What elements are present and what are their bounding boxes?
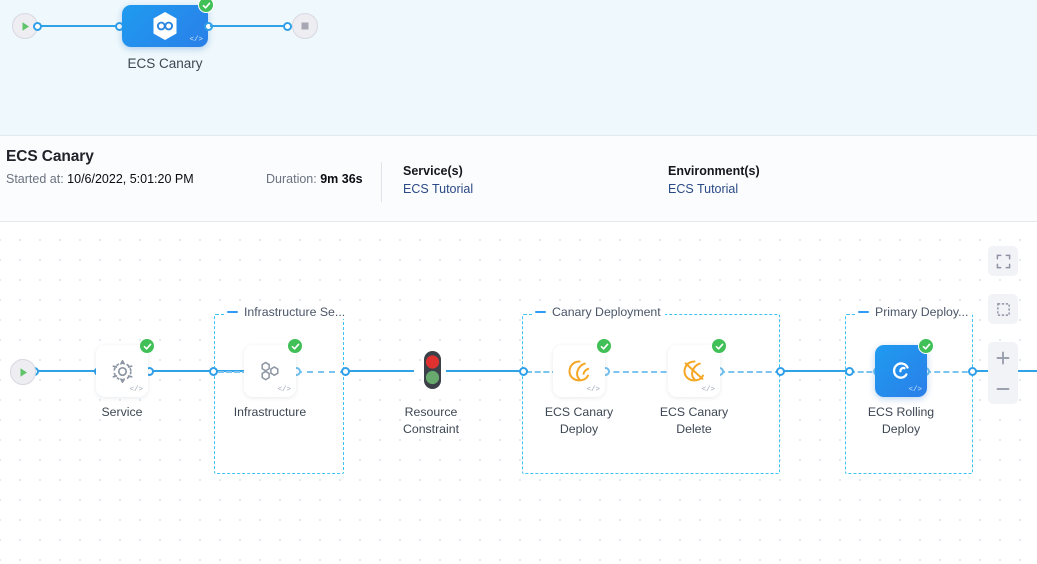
- minus-icon[interactable]: [995, 381, 1011, 397]
- infrastructure-nodes-icon: [261, 361, 279, 381]
- check-icon: [600, 343, 608, 350]
- overview-edge-start: [41, 25, 119, 28]
- group-title: Infrastructure Se...: [244, 305, 346, 319]
- status-badge-success: [918, 338, 934, 354]
- duration-row: Duration: 9m 36s: [266, 172, 363, 186]
- services-heading: Service(s): [403, 164, 463, 178]
- services-link[interactable]: ECS Tutorial: [403, 182, 474, 196]
- duration-label: Duration:: [266, 172, 317, 186]
- check-icon: [922, 343, 930, 350]
- canary-bird-delete-icon: [683, 360, 704, 382]
- play-icon: [20, 367, 27, 377]
- edge-service-to-infra-group: [148, 370, 248, 373]
- step-label-ecs-canary-delete: ECS Canary Delete: [659, 405, 729, 436]
- graph-start-node[interactable]: [10, 359, 36, 385]
- canary-bird-icon: [568, 360, 590, 382]
- edge-canary-deploy-to-delete: [604, 371, 676, 373]
- edge-infra-out: [296, 371, 346, 373]
- duration-value: 9m 36s: [320, 172, 363, 186]
- started-at-row: Started at: 10/6/2022, 5:01:20 PM: [6, 172, 194, 186]
- environments-link[interactable]: ECS Tutorial: [668, 182, 739, 196]
- play-icon: [22, 21, 29, 31]
- overview-edge-end: [210, 25, 286, 28]
- code-tag: </>: [908, 386, 922, 394]
- overview-end-node[interactable]: [292, 13, 318, 39]
- check-icon: [291, 343, 299, 350]
- step-node-resource-constraint[interactable]: [406, 345, 458, 397]
- select-area-button[interactable]: [988, 294, 1018, 324]
- step-label-ecs-canary-deploy: ECS Canary Deploy: [544, 405, 614, 436]
- environments-column: Environment(s) ECS Tutorial: [668, 164, 760, 196]
- code-tag: </>: [586, 386, 600, 394]
- rolling-deploy-icon: [892, 362, 909, 379]
- port-infra-group-out: [341, 367, 350, 376]
- edge-primary-group-in: [849, 371, 881, 373]
- code-tag: </>: [277, 386, 291, 394]
- overview-stage-ecs-canary[interactable]: </>: [122, 0, 214, 47]
- dashed-square-select-icon: [996, 302, 1010, 316]
- status-badge-success: [711, 338, 727, 354]
- expand-fullscreen-icon: [996, 254, 1010, 268]
- collapse-dash-icon[interactable]: [858, 311, 869, 313]
- collapse-dash-icon[interactable]: [227, 311, 238, 313]
- pipeline-link-icon: [153, 12, 177, 40]
- check-icon: [143, 343, 151, 350]
- step-node-ecs-rolling-deploy[interactable]: </>: [875, 338, 934, 397]
- edge-canary-to-primary-group: [779, 370, 851, 373]
- stage-graph-canvas[interactable]: Infrastructure Se... Canary Deployment P…: [0, 222, 1037, 564]
- overview-code-tag: </>: [189, 36, 203, 44]
- traffic-light-icon: [423, 351, 441, 389]
- group-label-canary-deployment[interactable]: Canary Deployment: [533, 305, 665, 319]
- step-label-infrastructure: Infrastructure: [233, 405, 307, 419]
- port-canary-group-out: [776, 367, 785, 376]
- step-label-service: Service: [101, 405, 143, 419]
- overview-end-port: [283, 22, 292, 31]
- group-label-infrastructure-section[interactable]: Infrastructure Se...: [225, 305, 350, 319]
- plus-icon[interactable]: [995, 350, 1011, 366]
- step-node-infrastructure[interactable]: </>: [244, 338, 303, 397]
- edge-primary-out: [925, 371, 977, 373]
- edge-infra-to-resource: [344, 370, 414, 373]
- step-label-resource-constraint: Resource Constraint: [402, 405, 460, 436]
- edge-canary-group-in: [526, 371, 558, 373]
- info-divider: [381, 162, 382, 202]
- step-label-ecs-rolling-deploy: ECS Rolling Deploy: [867, 405, 935, 436]
- environments-heading: Environment(s): [668, 164, 760, 178]
- step-node-ecs-canary-deploy[interactable]: </>: [553, 338, 612, 397]
- overview-status-badge: [198, 0, 214, 13]
- step-node-service[interactable]: </>: [96, 338, 155, 397]
- fit-screen-button[interactable]: [988, 246, 1018, 276]
- check-icon: [715, 343, 723, 350]
- started-at-value: 10/6/2022, 5:01:20 PM: [67, 172, 194, 186]
- group-title: Canary Deployment: [552, 305, 661, 319]
- port-primary-group-in: [845, 367, 854, 376]
- gear-icon: [112, 359, 132, 383]
- collapse-dash-icon[interactable]: [535, 311, 546, 313]
- port-resource-out: [519, 367, 528, 376]
- zoom-controls[interactable]: [988, 342, 1018, 404]
- status-badge-success: [596, 338, 612, 354]
- status-badge-success: [287, 338, 303, 354]
- step-node-ecs-canary-delete[interactable]: </>: [668, 338, 727, 397]
- stop-icon: [301, 22, 309, 30]
- status-badge-success: [139, 338, 155, 354]
- group-label-primary-deployment[interactable]: Primary Deploy...: [856, 305, 973, 319]
- edge-canary-delete-out: [719, 371, 781, 373]
- services-column: Service(s) ECS Tutorial: [403, 164, 473, 196]
- started-at-label: Started at:: [6, 172, 64, 186]
- execution-info-bar: ECS Canary Started at: 10/6/2022, 5:01:2…: [0, 136, 1037, 222]
- code-tag: </>: [129, 386, 143, 394]
- port-infra-group-in: [209, 367, 218, 376]
- group-title: Primary Deploy...: [875, 305, 969, 319]
- edge-start-to-service: [31, 370, 99, 373]
- overview-stage-label: ECS Canary: [127, 56, 203, 71]
- edge-infra-group-in: [218, 371, 248, 373]
- check-icon: [202, 2, 210, 9]
- edge-resource-to-canary-group: [446, 370, 528, 373]
- code-tag: </>: [701, 386, 715, 394]
- port-end-in: [968, 367, 977, 376]
- page-title: ECS Canary: [6, 148, 94, 165]
- pipeline-overview-canvas[interactable]: </> ECS Canary: [0, 0, 1037, 136]
